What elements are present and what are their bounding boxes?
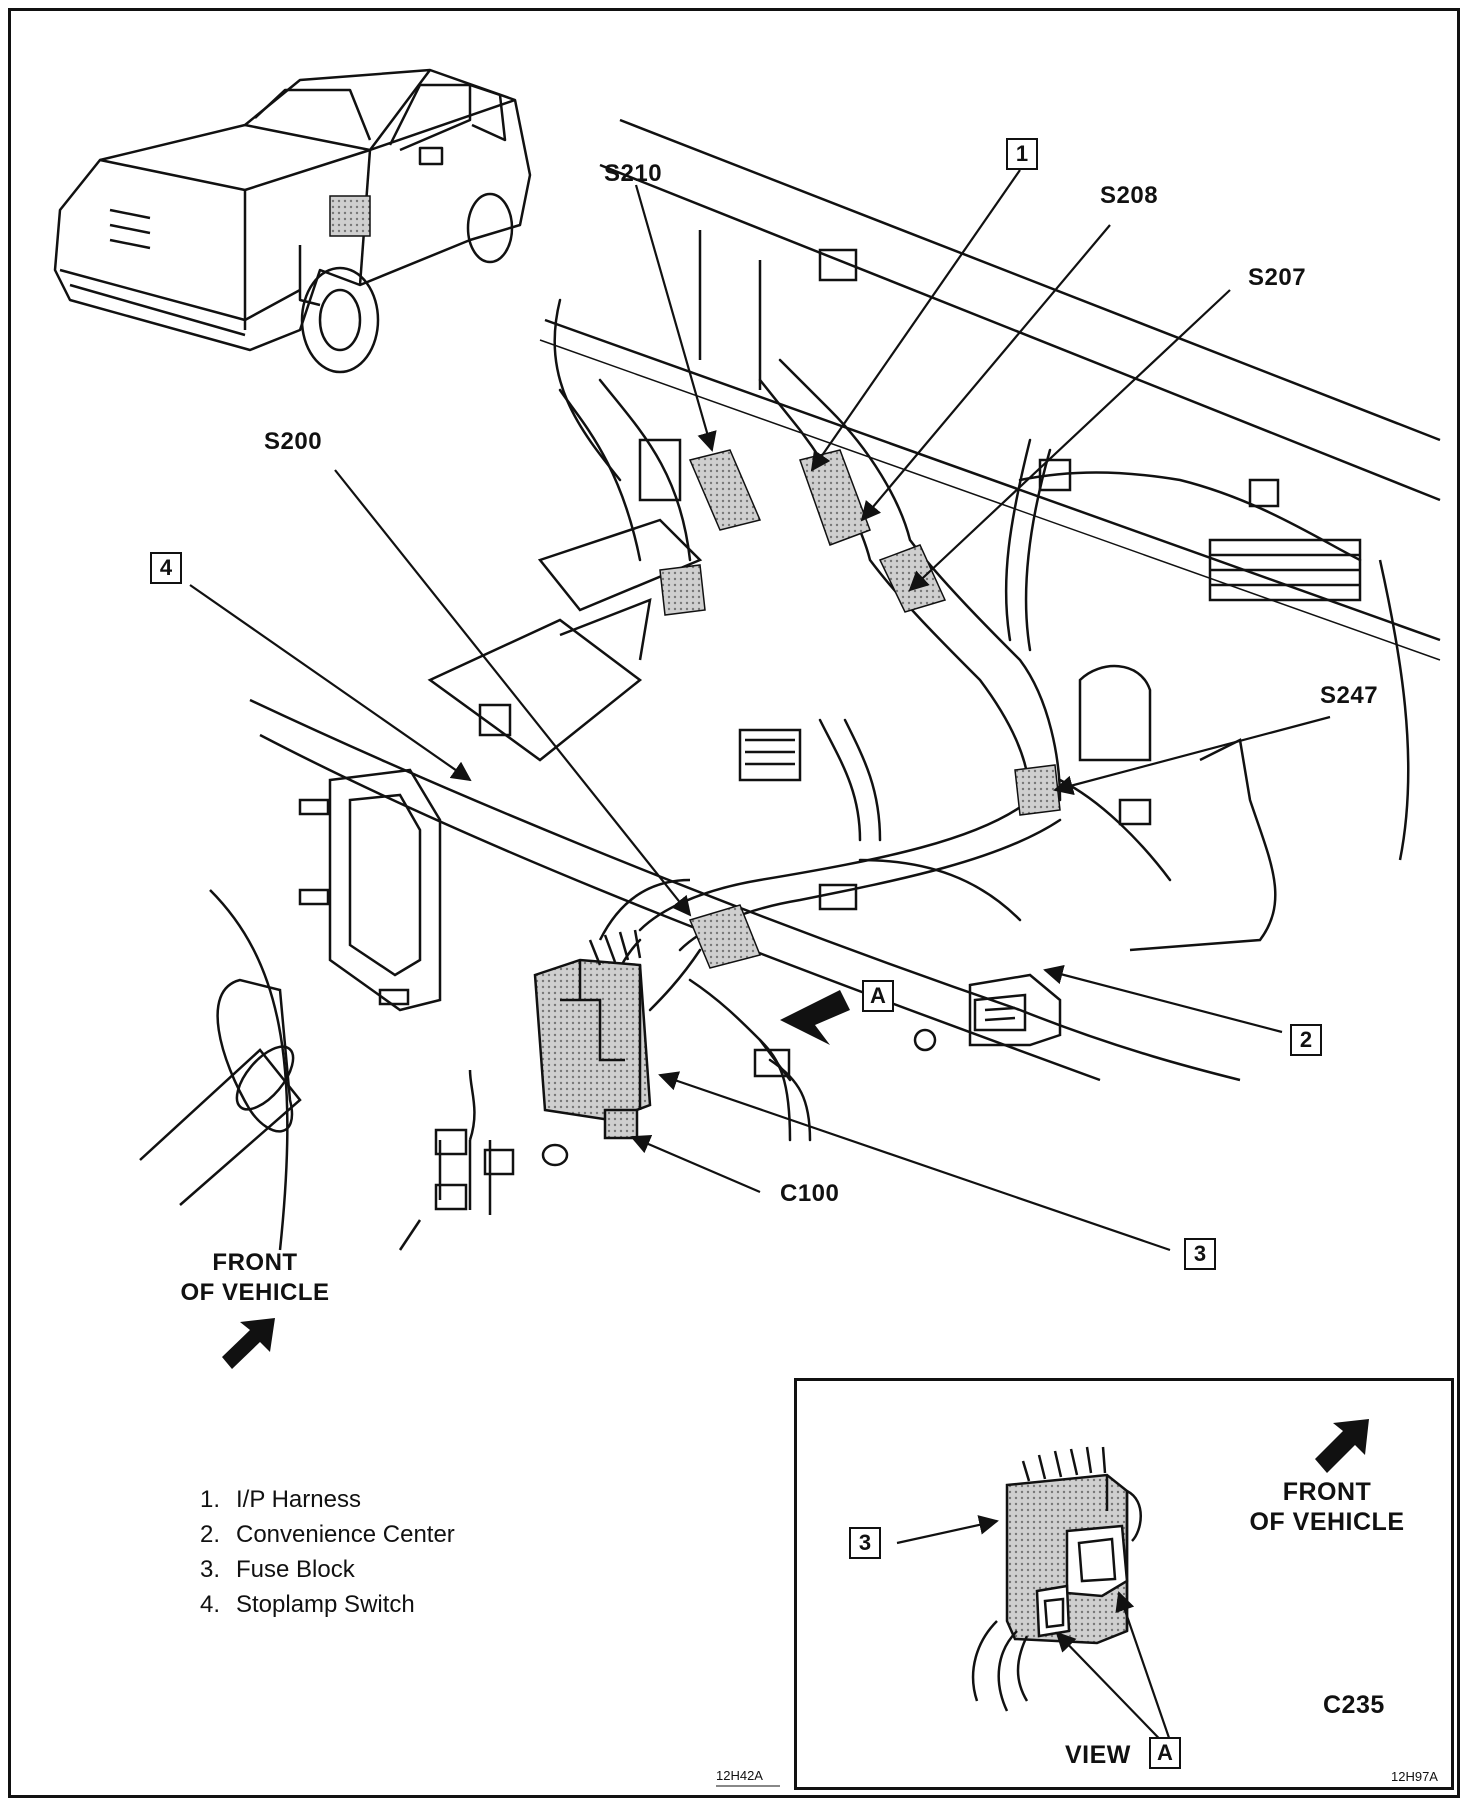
inset-view-a-box: A — [1149, 1737, 1181, 1769]
callout-box-1: 1 — [1006, 138, 1038, 170]
area-indicator — [329, 195, 371, 237]
taped-splices — [659, 449, 1061, 969]
callout-s208: S208 — [1100, 182, 1159, 209]
legend-item: 2.Convenience Center — [200, 1521, 455, 1548]
steering-column — [139, 889, 302, 1251]
connectors — [638, 248, 1362, 1078]
component-legend: 1.I/P Harness 2.Convenience Center 3.Fus… — [200, 1482, 455, 1622]
callout-s207: S207 — [1248, 264, 1307, 291]
figure-code-main: 12H42A — [716, 1768, 763, 1783]
front-of-vehicle: FRONT OF VEHICLE — [180, 1249, 330, 1306]
view-a-drawing — [896, 1419, 1369, 1762]
legend-item: 1.I/P Harness — [200, 1486, 361, 1513]
inset-front-arrow-icon — [1315, 1419, 1369, 1473]
callout-c235: C235 — [1323, 1691, 1385, 1719]
callout-box-3: 3 — [1184, 1238, 1216, 1270]
view-label: VIEW — [1065, 1741, 1131, 1769]
legend-item: 3.Fuse Block — [200, 1556, 355, 1583]
callout-box-2: 2 — [1290, 1024, 1322, 1056]
callout-box-4: 4 — [150, 552, 182, 584]
callout-c100: C100 — [780, 1180, 840, 1207]
lower-pigtails — [398, 1069, 569, 1251]
view-a-inset: 3 FRONT OF VEHICLE C235 VIEW A 12H97A — [794, 1378, 1454, 1790]
callout-s247: S247 — [1320, 682, 1379, 709]
convenience-center-drawing — [913, 973, 1062, 1052]
inset-front-of-vehicle: FRONT OF VEHICLE — [1249, 1478, 1405, 1536]
view-a-callout-box: A — [862, 980, 894, 1012]
vehicle-thumbnail — [53, 68, 532, 374]
legend-item: 4.Stoplamp Switch — [200, 1591, 415, 1618]
callout-s210: S210 — [604, 160, 663, 187]
wiring-harness — [553, 298, 1362, 1142]
inset-callout-3: 3 — [849, 1527, 881, 1559]
fuse-block-drawing — [533, 878, 691, 1140]
callout-s200: S200 — [264, 428, 323, 455]
leader-lines — [189, 169, 1331, 1252]
figure-code-inset: 12H97A — [1391, 1769, 1438, 1784]
figure-frame — [8, 8, 1460, 1798]
view-a-arrow — [780, 990, 850, 1045]
front-arrow-icon — [222, 1318, 275, 1369]
pedal-bracket — [298, 518, 703, 1012]
